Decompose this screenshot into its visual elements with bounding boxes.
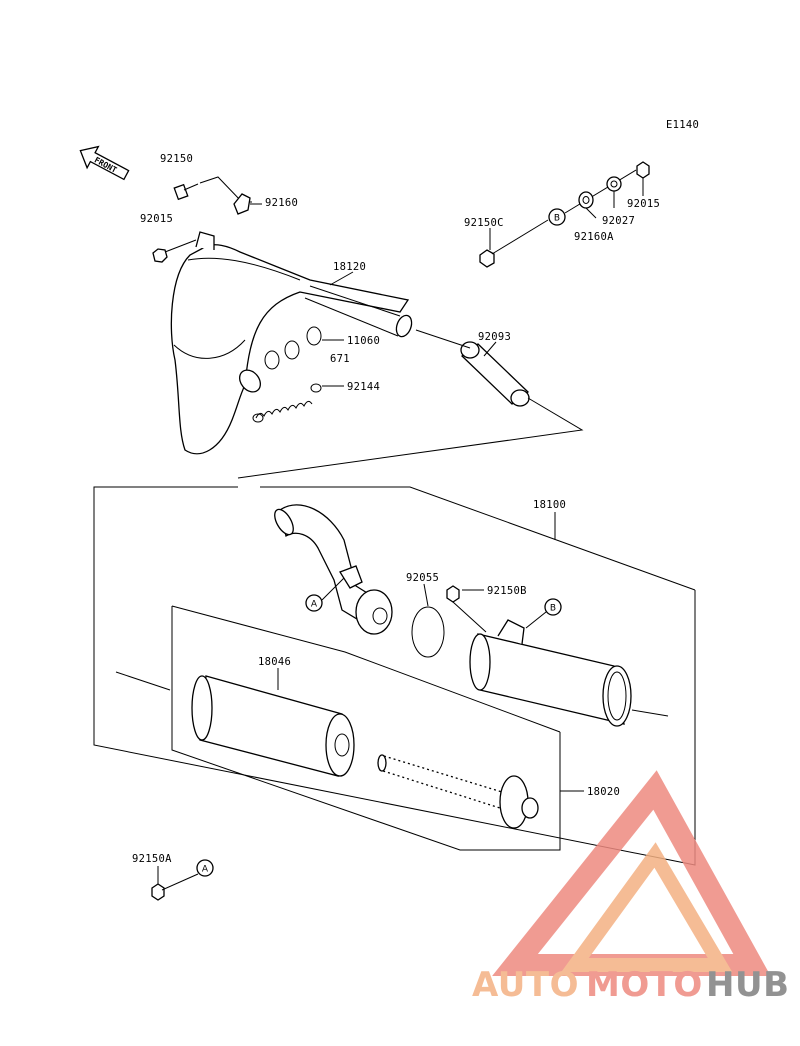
collar-92027-icon (606, 176, 622, 192)
callout-a-middle: A (305, 594, 323, 612)
expansion-chamber-18120 (170, 231, 413, 455)
callout-a-bottom: A (196, 859, 214, 877)
bolt-92150b-icon (446, 585, 460, 603)
label-11060: 11060 (347, 335, 380, 347)
svg-text:B: B (550, 604, 556, 614)
callout-b-top: B (548, 208, 566, 226)
logo-text-moto: MOTO (586, 965, 703, 1005)
label-92150b: 92150B (487, 585, 527, 597)
logo-text-hub: HUB (706, 965, 789, 1005)
label-92160a: 92160A (574, 231, 614, 243)
svg-text:A: A (311, 600, 318, 610)
bolt-92150a-icon (151, 873, 199, 901)
washer-92160a-icon (578, 191, 594, 209)
nut-92015-right-icon (636, 161, 650, 179)
label-18020: 18020 (587, 786, 620, 798)
label-92015-right: 92015 (627, 198, 660, 210)
label-92015-left: 92015 (140, 213, 173, 225)
bolt-92150c-icon (479, 219, 549, 268)
automotohub-logo: AUTO MOTO HUB (472, 770, 789, 1005)
bolt-92150-icon (173, 183, 199, 201)
label-92055: 92055 (406, 572, 439, 584)
o-rings-11060-icon (264, 326, 322, 370)
header-pipe-icon (274, 504, 393, 635)
label-92150a: 92150A (132, 853, 172, 865)
label-18120: 18120 (333, 261, 366, 273)
front-arrow-icon: FRONT (79, 145, 130, 181)
sleeve-92093-icon (460, 341, 530, 407)
inner-outline-18020 (171, 605, 561, 851)
label-671: 671 (330, 353, 350, 365)
spring-92144-icon (252, 383, 322, 423)
label-18100: 18100 (533, 499, 566, 511)
spark-arrestor-18020-icon (377, 754, 539, 829)
svg-text:B: B (554, 214, 560, 224)
silencer-18046-icon (191, 675, 355, 777)
muffler-body-icon (469, 619, 632, 727)
label-18046: 18046 (258, 656, 291, 668)
label-92093: 92093 (478, 331, 511, 343)
diagram-code: E1140 (666, 119, 699, 131)
label-92027: 92027 (602, 215, 635, 227)
svg-text:A: A (202, 865, 209, 875)
logo-text-auto: AUTO (472, 965, 579, 1005)
label-92150: 92150 (160, 153, 193, 165)
nut-92015-left-icon (152, 248, 168, 263)
callout-b-muffler: B (544, 598, 562, 616)
outer-outline-18100 (93, 486, 696, 866)
label-92150c: 92150C (464, 217, 504, 229)
label-92160: 92160 (265, 197, 298, 209)
label-92144: 92144 (347, 381, 380, 393)
gasket-92055-icon (411, 606, 445, 658)
clamp-92160-icon (233, 193, 251, 215)
